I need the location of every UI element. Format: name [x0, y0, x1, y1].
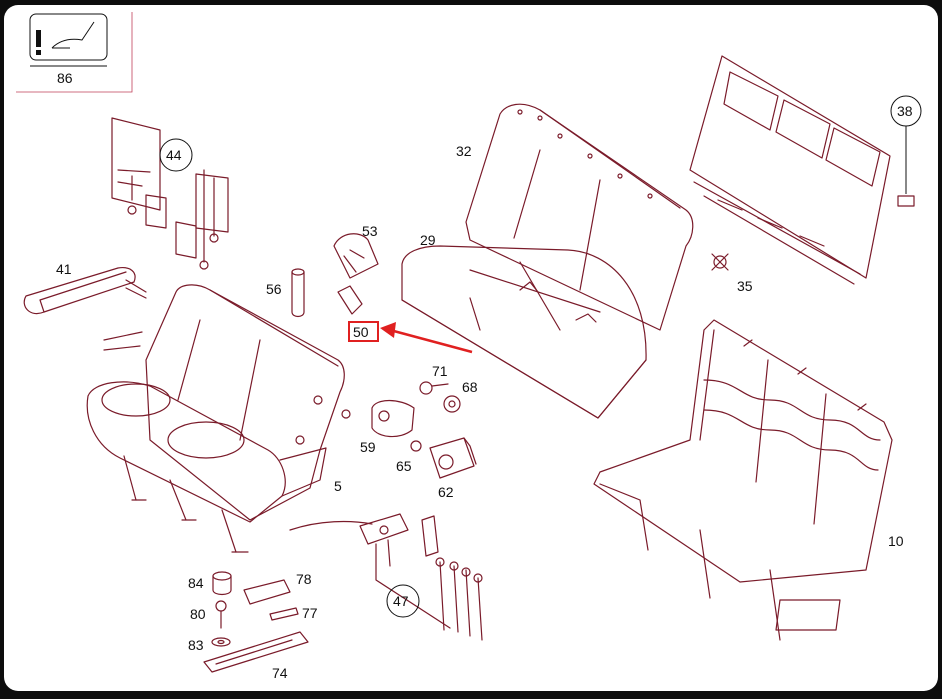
- parts-diagram-panel: 86 44 41 56 53 50: [4, 5, 938, 691]
- part-label-77: 77: [302, 605, 318, 621]
- part-label-74: 74: [272, 665, 288, 681]
- cover-part-53: [333, 233, 379, 279]
- part-label-84: 84: [188, 575, 204, 591]
- seat-cushion-part-29: [401, 245, 647, 419]
- part-label-10: 10: [888, 533, 904, 549]
- part-label-50: 50: [353, 324, 369, 340]
- cap-part-84: [212, 571, 232, 596]
- nut-part-68: [443, 395, 461, 413]
- inset-label: 86: [57, 70, 73, 86]
- double-seat-part-5: [86, 284, 373, 553]
- parts-diagram: 86 44 41 56 53 50: [16, 12, 922, 681]
- washer-part-83: [211, 637, 231, 647]
- latch-part-62: [429, 437, 477, 479]
- part-label-56: 56: [266, 281, 282, 297]
- part-label-38: 38: [897, 103, 913, 119]
- clip-part-77: [269, 607, 299, 621]
- seat-back-part-32: [465, 103, 694, 331]
- rail-part-74: [203, 631, 309, 673]
- callout-circle-44: [159, 138, 193, 172]
- part-label-68: 68: [462, 379, 478, 395]
- back-panel-part-38: [689, 55, 915, 285]
- part-label-65: 65: [396, 458, 412, 474]
- clip-part-50: [337, 285, 473, 354]
- pin-part-56: [291, 268, 305, 318]
- part-label-47: 47: [393, 593, 409, 609]
- part-label-44: 44: [166, 147, 182, 163]
- screw-part-80: [215, 600, 227, 629]
- fastener-part-35: [711, 253, 729, 271]
- part-label-78: 78: [296, 571, 312, 587]
- highlight-arrow: [389, 328, 473, 354]
- part-label-83: 83: [188, 637, 204, 653]
- bracket-part-44: [111, 117, 229, 270]
- part-label-71: 71: [432, 363, 448, 379]
- part-label-62: 62: [438, 484, 454, 500]
- bracket-part-59: [341, 399, 415, 438]
- part-label-5: 5: [334, 478, 342, 494]
- part-label-59: 59: [360, 439, 376, 455]
- part-label-35: 35: [737, 278, 753, 294]
- lock-assembly-part-47: [359, 513, 483, 641]
- callout-circle-47: [386, 584, 420, 618]
- part-label-32: 32: [456, 143, 472, 159]
- highlight-box-50: [348, 321, 379, 342]
- inset-warning-box: 86: [16, 12, 133, 93]
- part-label-29: 29: [420, 232, 436, 248]
- part-label-80: 80: [190, 606, 206, 622]
- armrest-part-41: [23, 267, 147, 315]
- bolt-part-71: [419, 381, 449, 395]
- seat-frame-part-10: [593, 319, 893, 641]
- spacer-part-78: [243, 579, 291, 605]
- part-label-53: 53: [362, 223, 378, 239]
- washer-part-65: [410, 440, 422, 452]
- callout-circle-38: [890, 95, 922, 127]
- part-label-41: 41: [56, 261, 72, 277]
